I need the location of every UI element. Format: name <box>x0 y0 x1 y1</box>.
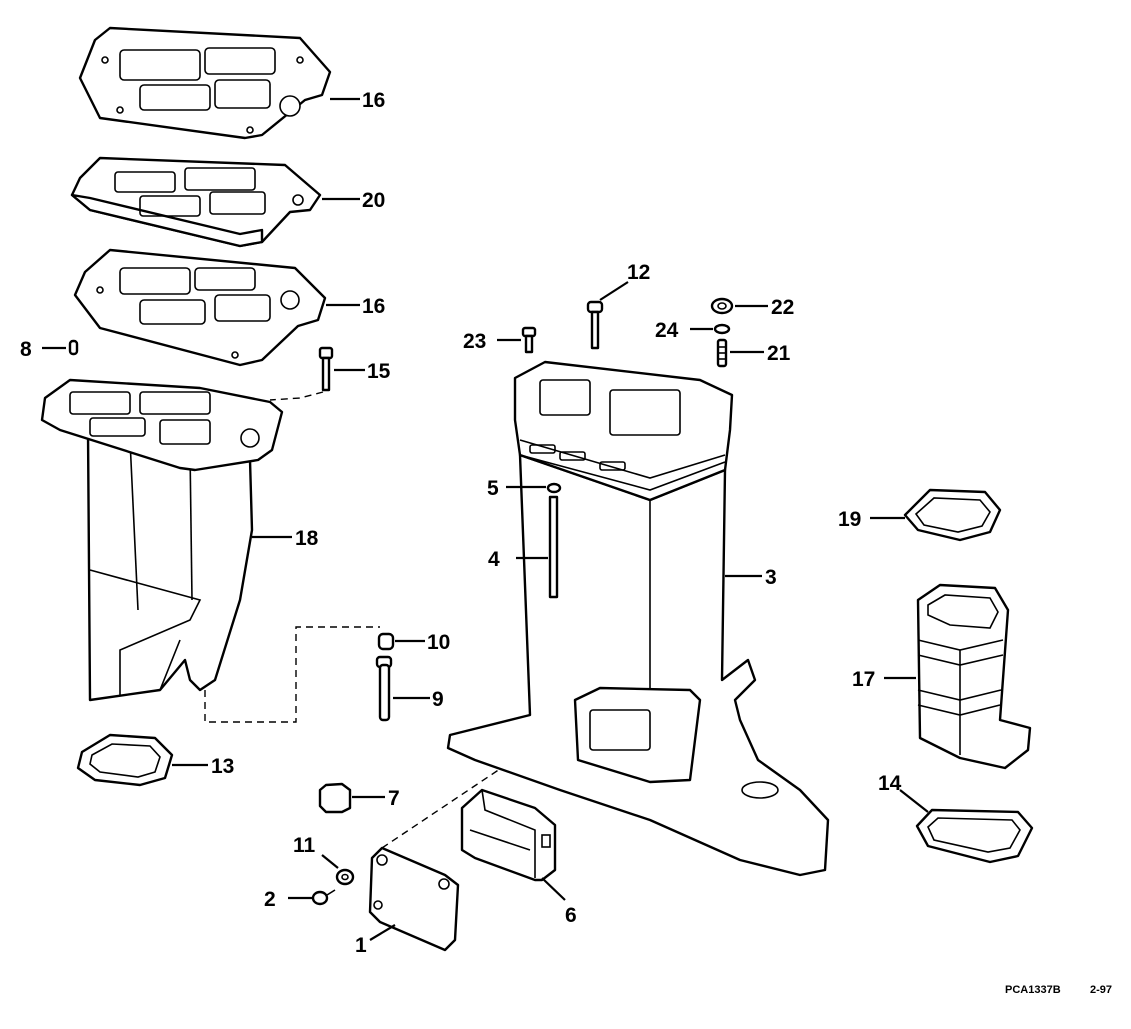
dashed-line-1 <box>381 711 586 849</box>
callout-11: 11 <box>293 834 316 857</box>
leader-14 <box>899 789 929 813</box>
callout-15: 15 <box>367 360 391 383</box>
leader-1 <box>369 924 396 941</box>
part-6-mount-bracket <box>460 788 557 882</box>
callout-8: 8 <box>20 338 32 361</box>
callout-19: 19 <box>838 508 861 531</box>
part-1-cover-plate <box>368 846 460 952</box>
leader-6 <box>541 877 566 901</box>
callout-7: 7 <box>388 787 400 810</box>
part-14-seal <box>915 808 1034 864</box>
callout-14: 14 <box>878 772 902 795</box>
callout-17: 17 <box>852 668 875 691</box>
part-5-washer <box>546 482 562 494</box>
callout-13: 13 <box>211 755 234 778</box>
callout-6: 6 <box>565 904 577 927</box>
dashed-line-15 <box>269 391 324 401</box>
part-12-bolt <box>586 300 604 350</box>
callout-3: 3 <box>765 566 777 589</box>
callout-18: 18 <box>295 527 319 550</box>
part-8-dowel-pin <box>68 339 79 356</box>
part-22-nut <box>710 297 734 315</box>
part-13-seal <box>76 733 174 787</box>
part-9-tube <box>375 655 393 722</box>
callout-9: 9 <box>432 688 444 711</box>
leader-12 <box>599 281 629 301</box>
part-21-stud <box>716 338 728 368</box>
callout-10: 10 <box>427 631 450 654</box>
part-24-washer <box>713 323 731 335</box>
figure-date: 2-97 <box>1090 984 1112 996</box>
part-7-mount <box>318 782 352 814</box>
part-23-screw <box>521 326 537 354</box>
dashed-line-9-10 <box>204 626 380 723</box>
callout-12: 12 <box>627 261 650 284</box>
part-16-lower-gasket <box>73 248 327 367</box>
figure-code: PCA1337B <box>1005 984 1061 996</box>
part-17-exhaust-tube <box>916 583 1032 770</box>
leader-11 <box>321 854 339 869</box>
callout-2: 2 <box>264 888 276 911</box>
part-19-seal <box>903 488 1002 542</box>
part-2-screw <box>311 889 336 906</box>
part-4-stud <box>548 495 559 599</box>
callout-16-lower: 16 <box>362 295 385 318</box>
part-15-screw <box>318 346 334 392</box>
callout-23: 23 <box>463 330 486 353</box>
callout-21: 21 <box>767 342 791 365</box>
callout-24: 24 <box>655 319 679 342</box>
part-18-exhaust-housing <box>40 378 284 702</box>
callout-16-top: 16 <box>362 89 385 112</box>
callout-5: 5 <box>487 477 499 500</box>
part-10-cap <box>377 632 395 651</box>
callout-4: 4 <box>488 548 500 571</box>
callout-1: 1 <box>355 934 367 957</box>
part-11-washer <box>335 868 355 886</box>
part-20-adapter-plate <box>70 156 322 248</box>
part-3-midsection <box>446 360 830 877</box>
callout-20: 20 <box>362 189 385 212</box>
callout-22: 22 <box>771 296 794 319</box>
part-16-top-gasket <box>78 26 332 140</box>
